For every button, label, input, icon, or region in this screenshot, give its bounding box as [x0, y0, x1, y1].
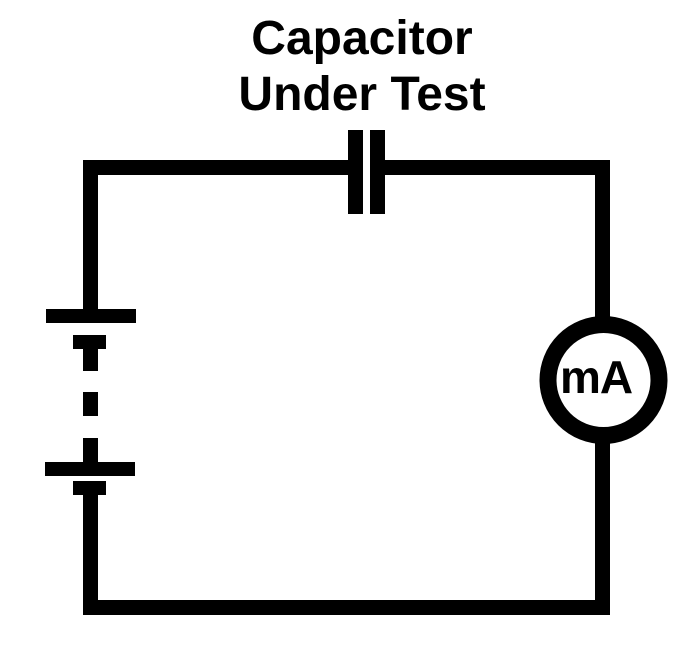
milliammeter-symbol: mA: [539, 316, 668, 444]
milliammeter-circle: [539, 316, 668, 444]
circuit-wires: [83, 160, 610, 615]
battery-cell1-long-plate: [46, 309, 136, 323]
milliammeter-label: mA: [560, 351, 632, 403]
battery-lead-stub-upper: [83, 349, 98, 371]
right-wire-upper-segment: [595, 160, 610, 320]
bottom-wire: [83, 600, 610, 615]
top-wire-right-segment: [385, 160, 610, 175]
right-wire-lower-segment: [595, 438, 610, 615]
battery-dash-segment: [83, 392, 98, 416]
left-wire-upper-segment: [83, 160, 98, 309]
battery-cell2-long-plate: [45, 462, 135, 476]
left-wire-lower-segment: [83, 495, 98, 615]
capacitor-plate-left: [348, 130, 363, 214]
battery-cell1-short-plate: [73, 335, 106, 349]
capacitor-symbol: [348, 130, 385, 214]
battery-cell2-short-plate: [73, 481, 106, 495]
diagram-title-line-2: Under Test: [238, 68, 485, 121]
battery-symbol: [45, 309, 136, 495]
top-wire-left-segment: [83, 160, 348, 175]
diagram-title-line-1: Capacitor: [251, 12, 472, 65]
battery-lead-stub-lower: [83, 438, 98, 462]
capacitor-plate-right: [370, 130, 385, 214]
